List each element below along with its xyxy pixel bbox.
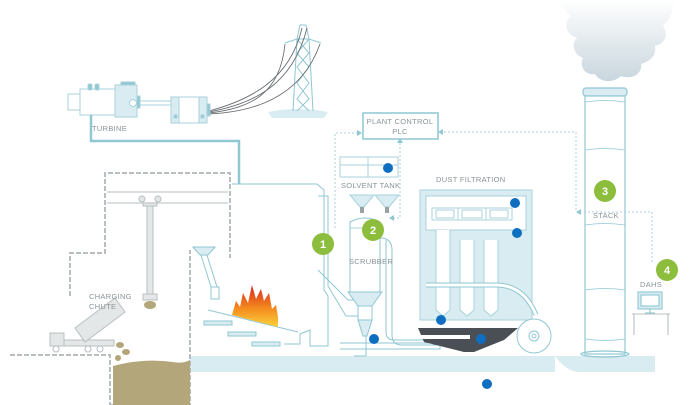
marker-3-number: 3 <box>602 186 608 198</box>
feed-hopper <box>191 246 220 300</box>
sensor-dot <box>436 315 446 325</box>
smoke-cloud <box>555 0 674 82</box>
boiler <box>203 183 367 357</box>
turbine <box>67 81 211 124</box>
garbage-truck <box>49 297 130 361</box>
furnace-fire <box>232 285 278 327</box>
marker-1[interactable]: 1 <box>312 233 334 255</box>
dahs-label: DAHS <box>640 280 662 289</box>
sensor-dot <box>383 163 393 173</box>
plant-control-label-line2: PLC <box>392 127 408 136</box>
marker-2[interactable]: 2 <box>362 219 384 241</box>
control-signal-lines <box>334 131 653 262</box>
stack <box>580 87 630 358</box>
building-outline <box>10 172 231 405</box>
plant-control-label-line1: PLANT CONTROL <box>367 117 434 126</box>
sensor-dot <box>512 228 522 238</box>
dahs-computer <box>632 291 670 335</box>
sensor-dot <box>369 334 379 344</box>
sensor-dot <box>476 334 486 344</box>
marker-3[interactable]: 3 <box>594 180 616 202</box>
marker-4[interactable]: 4 <box>656 259 678 281</box>
marker-4-number: 4 <box>664 265 671 277</box>
crane-rail <box>107 191 228 204</box>
power-lines <box>208 27 321 115</box>
turbine-label: TURBINE <box>92 124 127 133</box>
charging-chute-label-line2: CHUTE <box>89 302 116 311</box>
charging-chute-label-line1: CHARGING <box>89 292 132 301</box>
solvent-tank-label: SOLVENT TANK <box>341 181 400 190</box>
marker-2-number: 2 <box>370 225 376 237</box>
sensor-points <box>369 163 522 389</box>
crane-grabber <box>138 195 162 309</box>
signal-arrowheads <box>357 129 581 221</box>
waste-pit <box>113 360 190 405</box>
dust-filtration <box>419 189 539 321</box>
transmission-tower <box>268 24 328 118</box>
sensor-dot <box>510 198 520 208</box>
induced-draft-fan <box>516 318 552 354</box>
plant-control-plc: PLANT CONTROL PLC <box>362 112 439 140</box>
stack-label: STACK <box>593 211 619 220</box>
sensor-dot <box>482 379 492 389</box>
dust-filtration-label: DUST FILTRATION <box>436 175 506 184</box>
scrubber-label: SCRUBBER <box>349 257 393 266</box>
marker-1-number: 1 <box>320 239 326 251</box>
ash-collector <box>400 328 518 352</box>
ground-platform <box>190 356 655 372</box>
